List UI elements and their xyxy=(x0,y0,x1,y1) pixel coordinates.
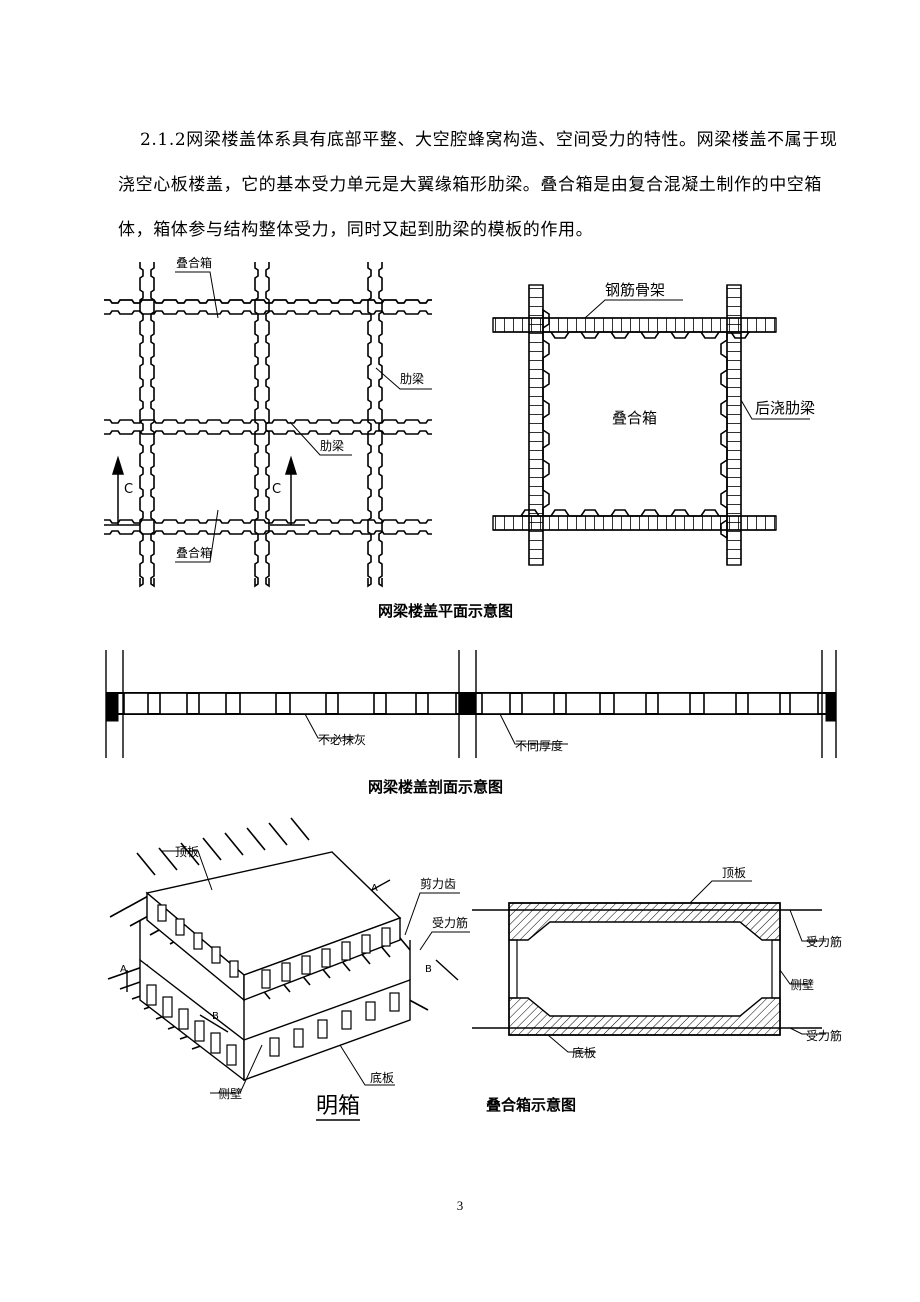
plan-label-post-cast-rib: 后浇肋梁 xyxy=(755,399,815,417)
iso-label-side-wall: 侧壁 xyxy=(218,1086,242,1101)
iso-label-shear-key: 剪力齿 xyxy=(420,876,456,891)
section-drawing xyxy=(105,650,837,758)
caption-box: 叠合箱示意图 xyxy=(486,1096,577,1114)
caption-section: 网梁楼盖剖面示意图 xyxy=(368,778,504,796)
iso-label-bottom-plate: 底板 xyxy=(370,1070,394,1085)
section-box-label-bottom-plate: 底板 xyxy=(572,1045,596,1060)
iso-mark-b-right: B xyxy=(425,964,432,975)
plan-label-rebar-cage: 钢筋骨架 xyxy=(605,281,665,299)
iso-mark-a-top: A xyxy=(371,883,378,894)
page-number: 3 xyxy=(456,1198,464,1213)
body-paragraph: 2.1.2网梁楼盖体系具有底部平整、大空腔蜂窝构造、空间受力的特性。网梁楼盖不属… xyxy=(118,118,838,253)
plan-left-leaders xyxy=(175,271,432,563)
isometric-box-drawing xyxy=(107,817,470,1094)
section-label-varying-thickness: 不同厚度 xyxy=(515,738,563,753)
plan-label-box-top: 叠合箱 xyxy=(176,255,212,270)
plan-label-box-bottom: 叠合箱 xyxy=(176,545,212,560)
section-label-no-plaster: 不必抹灰 xyxy=(318,733,366,747)
iso-label-open-box: 明箱 xyxy=(316,1094,360,1119)
iso-label-top-plate: 顶板 xyxy=(175,845,199,859)
section-arrow-c-right xyxy=(270,455,305,526)
caption-plan: 网梁楼盖平面示意图 xyxy=(378,602,514,620)
section-mark-c-right: C xyxy=(272,482,281,497)
plan-box-leaders xyxy=(584,299,810,420)
iso-label-main-rebar: 受力筋 xyxy=(432,915,468,930)
paragraph-text: 2.1.2网梁楼盖体系具有底部平整、大空腔蜂窝构造、空间受力的特性。网梁楼盖不属… xyxy=(118,130,838,240)
section-box-label-rebar-bottom: 受力筋 xyxy=(806,1028,842,1043)
plan-label-box-center: 叠合箱 xyxy=(612,409,657,427)
plan-grid-drawing xyxy=(104,262,432,588)
section-box-label-rebar-top: 受力筋 xyxy=(806,934,842,949)
section-arrow-c-left xyxy=(104,455,140,526)
iso-mark-b-left: B xyxy=(212,1011,219,1022)
plan-box-drawing xyxy=(492,284,777,566)
plan-label-rib-center: 肋梁 xyxy=(320,438,344,453)
section-box-label-side-wall: 侧壁 xyxy=(790,977,814,992)
section-mark-c-left: C xyxy=(124,482,133,497)
section-box-label-top-plate: 顶板 xyxy=(722,866,746,880)
box-section-drawing xyxy=(472,880,826,1053)
iso-mark-a-left: A xyxy=(120,964,127,975)
plan-label-rib-right: 肋梁 xyxy=(400,371,424,386)
